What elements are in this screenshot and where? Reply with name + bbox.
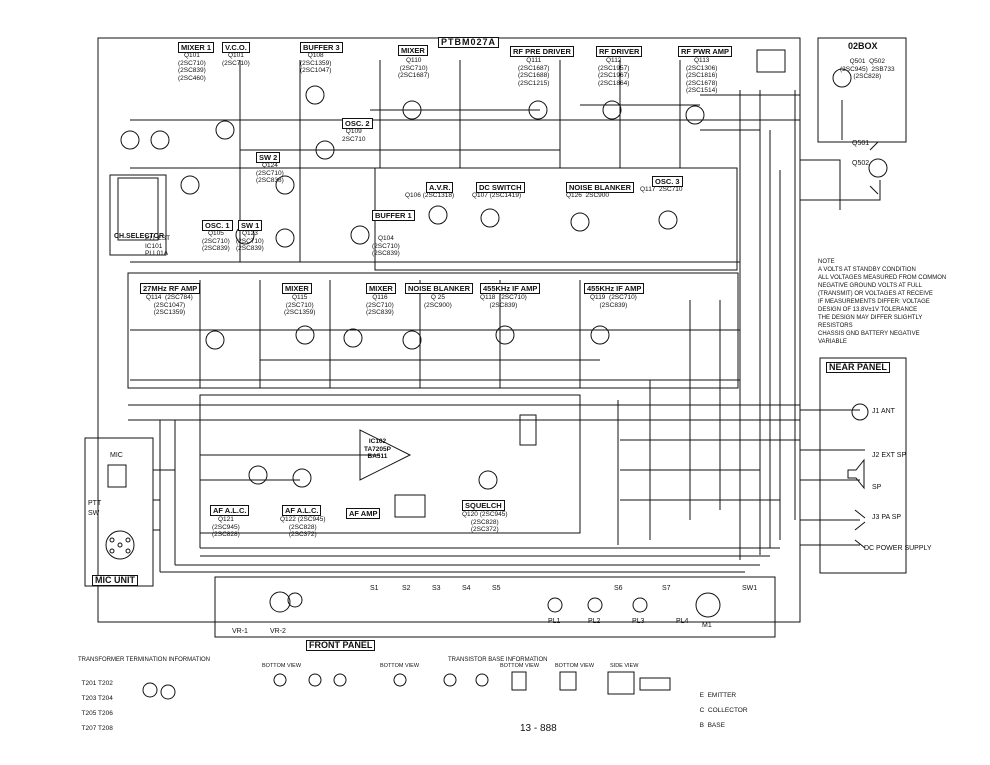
stage-mixer-q110-parts: Q110(2SC710)(2SC1687) (398, 57, 430, 79)
booster-q501-label: Q501 (852, 140, 870, 147)
stage-rf-driver-box: RF DRIVER (596, 46, 643, 57)
stage-noise-blanker-top-box: NOISE BLANKER (566, 182, 635, 193)
stage-mixer-q115-box: MIXER (282, 283, 312, 294)
notes-block: NOTE A VOLTS AT STANDBY CONDITION ALL VO… (818, 259, 947, 345)
front-s7-label: S7 (662, 585, 671, 592)
stage-buffer3-parts: Q108(2SC1359)(2SC1047) (300, 52, 332, 74)
stage-mixer-q115-parts: Q115(2SC710)(2SC1359) (284, 294, 316, 316)
stage-if-455-1-box: 455KHz IF AMP (480, 283, 541, 294)
stage-sw1-box: SW 1 (238, 220, 263, 231)
booster-parts: Q501 Q502(2SC945) 2SB733(2SC828) (840, 58, 895, 80)
stage-noise-blanker-top-parts: Q126 2SC900 (566, 192, 610, 199)
view-label-5: SIDE VIEW (610, 663, 639, 669)
pin-legend: E EMITTER C COLLECTOR B BASE (699, 691, 748, 729)
mic-sw-label: SW (88, 510, 100, 517)
stage-rf-driver-parts: Q112(2SC1957)(2SC1967)(2SC1864) (598, 57, 630, 87)
stage-osc3-box: OSC. 3 (652, 176, 683, 187)
transistor-info-title: TRANSISTOR BASE INFORMATION (448, 657, 548, 663)
view-label-2: BOTTOM VIEW (380, 663, 420, 669)
front-vr2-label: VR-2 (270, 628, 286, 635)
stage-rf-amp-27-box: 27MHz RF AMP (140, 283, 201, 294)
front-s6-label: S6 (614, 585, 623, 592)
stage-avr-box: A.V.R. (426, 182, 454, 193)
front-pl4-label: PL4 (676, 618, 689, 625)
stage-osc1-box: OSC. 1 (202, 220, 233, 231)
stage-if-455-2-parts: Q119 (2SC710)(2SC839) (590, 294, 637, 309)
stage-mixer-q116-parts: Q116(2SC710)(2SC839) (366, 294, 394, 316)
stage-dc-switch-parts: Q107 (2SC1419) (472, 192, 522, 199)
stage-rf-pwr-amp-parts: Q113(2SC1306)(2SC1816)(2SC1678)(2SC1514) (686, 57, 718, 94)
mic-title: MIC (110, 452, 123, 459)
mic-ptt-label: PTT (88, 500, 102, 507)
stage-af-alc2-box: AF A.L.C. (282, 505, 322, 516)
stage-if-455-1-parts: Q118 (2SC710)(2SC839) (480, 294, 527, 309)
front-s5-label: S5 (492, 585, 501, 592)
stage-rf-pre-driver-parts: Q111(2SC1687)(2SC1688)(2SC1215) (518, 57, 550, 87)
front-s1-label: S1 (370, 585, 379, 592)
rear-pa-sp-label: J3 PA SP (872, 514, 902, 521)
mic-unit-box: MIC UNIT (92, 575, 138, 586)
stage-buffer1-box: BUFFER 1 (372, 210, 415, 221)
front-pl2-label: PL2 (588, 618, 601, 625)
stage-mixer-q116-box: MIXER (366, 283, 396, 294)
rear-sp-label: SP (872, 484, 882, 491)
stage-squelch-parts: Q120 (2SC945)(2SC828)(2SC372) (462, 511, 508, 533)
stage-avr-parts: Q106 (2SC1318) (405, 192, 455, 199)
rear-ext-sp-label: J2 EXT SP (872, 452, 907, 459)
stage-buffer1-parts: Q104(2SC710)(2SC839) (372, 235, 400, 257)
front-pl3-label: PL3 (632, 618, 645, 625)
front-s4-label: S4 (462, 585, 471, 592)
stage-osc2-box: OSC. 2 (342, 118, 373, 129)
stage-af-alc1-box: AF A.L.C. (210, 505, 250, 516)
stage-noise-blanker-mid-parts: Q 25(2SC900) (424, 294, 452, 309)
stage-sw2-parts: Q124(2SC710)(2SC838) (256, 162, 284, 184)
stage-af-alc2-parts: Q122 (2SC945)(2SC828)(2SC372) (280, 516, 326, 538)
stage-squelch-box: SQUELCH (462, 500, 505, 511)
sheet-number: 13 - 888 (520, 723, 557, 734)
stage-mixer-q110-box: MIXER (398, 45, 428, 56)
stage-rf-amp-27-parts: Q114 (2SC784)(2SC1047)(2SC1359) (146, 294, 193, 316)
stage-af-alc1-parts: Q121(2SC945)(2SC828) (212, 516, 240, 538)
front-sw1-label: SW1 (742, 585, 758, 592)
ch-selector-label: CH.SELECTOR (114, 233, 165, 240)
front-panel-title: FRONT PANEL (306, 640, 376, 651)
view-label-3: BOTTOM VIEW (500, 663, 540, 669)
stage-af-amp-box: AF AMP (346, 508, 381, 519)
transformer-labels: T201 T202 T203 T204 T205 T206 T207 T208 (81, 679, 113, 732)
stage-mixer1-parts: Q101(2SC710)(2SC839)(2SC460) (178, 52, 206, 82)
front-vr1-label: VR-1 (232, 628, 248, 635)
view-label-1: BOTTOM VIEW (262, 663, 302, 669)
stage-vco-box: V.C.O. (222, 42, 250, 53)
stage-sw2-box: SW 2 (256, 152, 281, 163)
front-meter-label: M1 (702, 622, 712, 629)
stage-rf-pwr-amp-box: RF PWR AMP (678, 46, 733, 57)
stage-mixer1-box: MIXER 1 (178, 42, 215, 53)
stage-dc-switch-box: DC SWITCH (476, 182, 525, 193)
page-title: PTBM027A (438, 37, 500, 48)
stage-if-455-2-box: 455KHz IF AMP (584, 283, 645, 294)
stage-osc1-parts: Q105(2SC710)(2SC839) (202, 230, 230, 252)
front-s2-label: S2 (402, 585, 411, 592)
rear-dc-label: DC POWER SUPPLY (864, 545, 932, 552)
transformer-info-title: TRANSFORMER TERMINATION INFORMATION (78, 657, 210, 663)
stage-osc3-parts: Q117 2SC710 (640, 186, 683, 193)
front-pl1-label: PL1 (548, 618, 561, 625)
booster-box-title: 02BOX (848, 41, 878, 51)
view-label-4: BOTTOM VIEW (555, 663, 595, 669)
booster-q502-label: Q502 (852, 160, 870, 167)
rear-ant-label: J1 ANT (872, 408, 895, 415)
stage-vco-parts: Q101(2SC710) (222, 52, 250, 67)
stage-buffer3-box: BUFFER 3 (300, 42, 343, 53)
stage-sw1-parts: Q123(2SC710)(2SC839) (236, 230, 264, 252)
rear-panel-title: NEAR PANEL (826, 362, 890, 373)
stage-noise-blanker-mid-box: NOISE BLANKER (405, 283, 474, 294)
front-s3-label: S3 (432, 585, 441, 592)
stage-rf-pre-driver-box: RF PRE DRIVER (510, 46, 574, 57)
